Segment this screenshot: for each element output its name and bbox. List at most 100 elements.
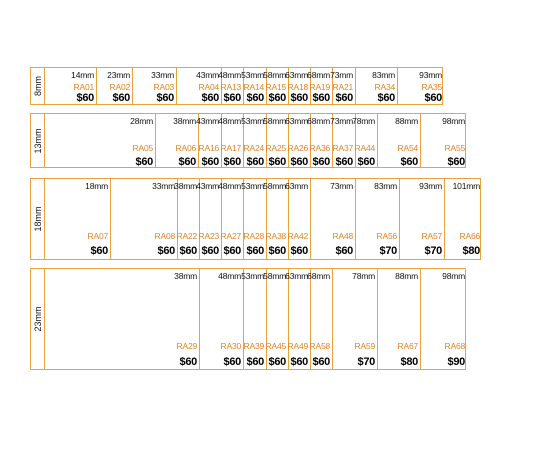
group-height-label: 23mm <box>31 269 45 369</box>
product-code: RA29 <box>176 341 198 351</box>
price-label: $60 <box>312 156 331 168</box>
width-label: 23mm <box>107 70 130 80</box>
product-code: RA18 <box>287 82 309 92</box>
product-code: RA17 <box>220 143 242 153</box>
product-code: RA27 <box>220 231 242 241</box>
width-label: 73mm <box>330 116 353 126</box>
width-label: 98mm <box>442 116 465 126</box>
width-label: 63mm <box>285 271 308 281</box>
product-code: RA16 <box>198 143 220 153</box>
price-label: $70 <box>424 245 443 257</box>
width-label: 83mm <box>372 70 395 80</box>
width-label: 18mm <box>85 181 108 191</box>
width-label: 28mm <box>130 116 153 126</box>
product-code: RA05 <box>132 143 154 153</box>
price-label: $60 <box>223 356 242 368</box>
product-code: RA59 <box>354 341 376 351</box>
product-code: RA37 <box>332 143 354 153</box>
product-code: RA23 <box>198 231 220 241</box>
price-label: $60 <box>201 92 220 104</box>
width-label: 48mm <box>218 181 241 191</box>
price-label: $60 <box>179 356 198 368</box>
group-height-label: 13mm <box>31 114 45 167</box>
width-label: 14mm <box>71 70 94 80</box>
height-label-text: 23mm <box>32 306 43 332</box>
product-code: RA15 <box>265 82 287 92</box>
width-label: 98mm <box>442 271 465 281</box>
width-label: 78mm <box>352 271 375 281</box>
width-label: 73mm <box>330 70 353 80</box>
width-label: 53mm <box>241 116 264 126</box>
price-label: $60 <box>112 92 131 104</box>
price-label: $60 <box>335 156 354 168</box>
price-label: $60 <box>156 92 175 104</box>
width-label: 68mm <box>307 70 330 80</box>
price-label: $60 <box>201 245 220 257</box>
price-label: $60 <box>268 245 287 257</box>
price-label: $60 <box>179 245 198 257</box>
product-code: RA30 <box>220 341 242 351</box>
product-code: RA26 <box>287 143 309 153</box>
width-label: 43mm <box>196 116 219 126</box>
price-label: $60 <box>246 356 265 368</box>
price-label: $60 <box>335 245 354 257</box>
price-label: $60 <box>268 156 287 168</box>
product-code: RA13 <box>220 82 242 92</box>
width-label: 63mm <box>285 181 308 191</box>
price-label: $60 <box>223 156 242 168</box>
width-label: 38mm <box>174 181 197 191</box>
product-code: RA38 <box>265 231 287 241</box>
product-code: RA01 <box>73 82 95 92</box>
width-label: 33mm <box>152 181 175 191</box>
product-code: RA49 <box>287 341 309 351</box>
width-label: 53mm <box>241 271 264 281</box>
price-label: $90 <box>447 356 466 368</box>
price-label: $60 <box>335 92 354 104</box>
width-label: 43mm <box>196 181 219 191</box>
width-label: 48mm <box>218 70 241 80</box>
product-code: RA54 <box>397 143 419 153</box>
height-label-text: 18mm <box>32 206 43 232</box>
price-label: $60 <box>246 156 265 168</box>
price-label: $60 <box>135 156 154 168</box>
product-code: RA03 <box>153 82 175 92</box>
price-label: $60 <box>76 92 95 104</box>
product-code: RA28 <box>243 231 265 241</box>
product-code: RA14 <box>243 82 265 92</box>
price-label: $60 <box>290 156 309 168</box>
width-label: 38mm <box>173 116 196 126</box>
product-code: RA07 <box>87 231 109 241</box>
price-label: $80 <box>462 245 481 257</box>
price-label: $80 <box>400 356 419 368</box>
price-label: $60 <box>424 92 443 104</box>
width-label: 58mm <box>263 181 286 191</box>
product-code: RA42 <box>287 231 309 241</box>
width-label: 58mm <box>263 116 286 126</box>
width-label: 88mm <box>395 271 418 281</box>
width-label: 53mm <box>241 181 264 191</box>
